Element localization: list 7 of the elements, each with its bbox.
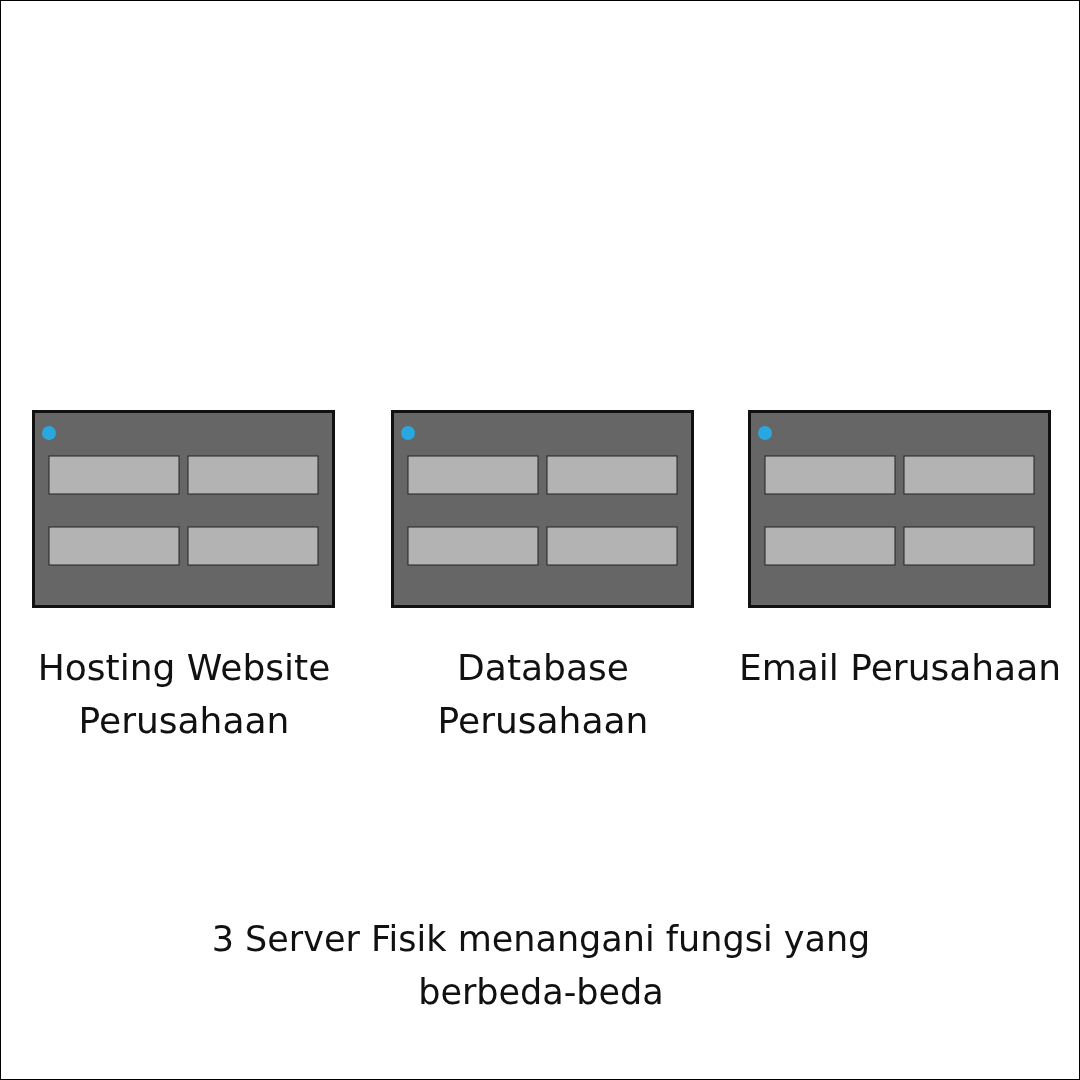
server-drawing — [391, 410, 694, 608]
server-drawing — [32, 410, 335, 608]
caption: 3 Server Fisik menangani fungsi yang berbeda-beda — [210, 918, 872, 1014]
server-label: Hosting Website Perusahaan — [36, 646, 332, 743]
server-label: Database Perusahaan — [436, 646, 650, 743]
server-drawing — [748, 410, 1051, 608]
server-label: Email Perusahaan — [737, 646, 1063, 690]
